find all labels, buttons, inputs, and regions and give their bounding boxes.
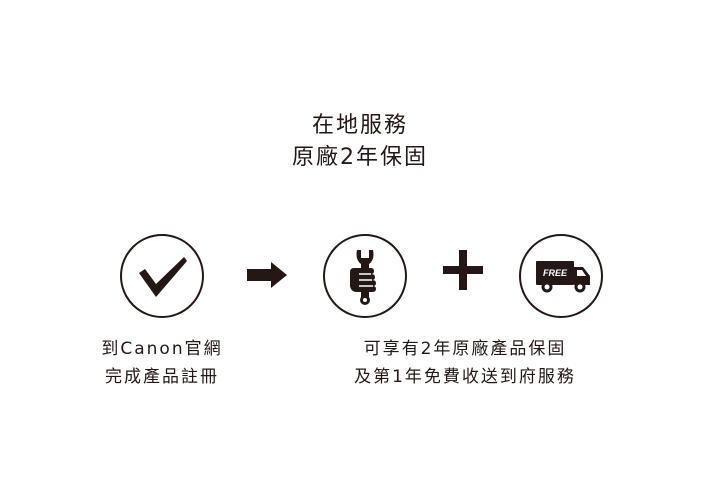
wrench-hand-icon — [350, 250, 376, 305]
heading-local-service: 在地服務 — [311, 113, 408, 138]
plus-icon — [443, 250, 483, 290]
free-delivery-step-circle: FREE — [519, 234, 603, 318]
register-caption: 到Canon官網 完成產品註冊 — [80, 335, 244, 391]
heading-warranty: 原廠2年保固 — [292, 145, 428, 170]
arrow-right-icon — [247, 262, 287, 288]
register-step-circle — [120, 234, 204, 318]
benefit-caption-line1: 可享有2年原廠產品保固 — [363, 339, 567, 359]
warranty-step-circle — [323, 234, 407, 318]
benefit-caption-line2: 及第1年免費收送到府服務 — [354, 367, 576, 387]
delivery-truck-icon: FREE — [536, 261, 590, 293]
benefit-caption: 可享有2年原廠產品保固 及第1年免費收送到府服務 — [300, 335, 630, 391]
truck-free-label: FREE — [543, 268, 568, 278]
register-caption-line1: 到Canon官網 — [101, 339, 223, 359]
register-caption-line2: 完成產品註冊 — [105, 367, 219, 387]
checkmark-icon — [139, 257, 187, 297]
